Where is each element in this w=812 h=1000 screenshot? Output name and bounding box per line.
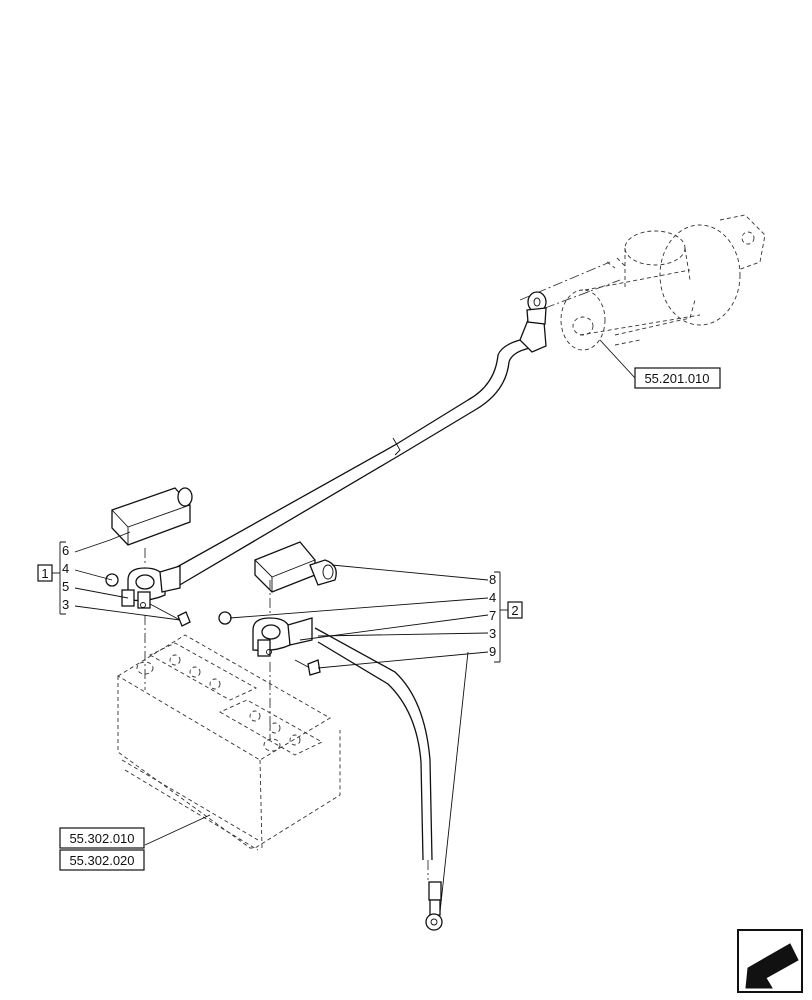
battery <box>117 634 341 851</box>
positive-terminal-clamp <box>105 487 193 690</box>
ref-starter-motor[interactable]: 55.201.010 <box>634 367 721 389</box>
callout-4: 4 <box>62 561 69 576</box>
ref-battery-a-label: 55.302.010 <box>69 831 134 846</box>
negative-terminal-clamp <box>218 541 443 931</box>
callout-6: 6 <box>62 543 69 558</box>
positive-cable <box>167 291 547 587</box>
group-1-label: 1 <box>41 566 48 581</box>
callout-5: 5 <box>62 579 69 594</box>
callout-4-right: 4 <box>489 590 496 605</box>
callout-group-1: 1 6 4 5 3 <box>37 541 69 615</box>
starter-motor <box>519 214 766 351</box>
ref-battery-b-label: 55.302.020 <box>69 853 134 868</box>
callout-7: 7 <box>489 608 496 623</box>
navigation-arrow-icon[interactable] <box>737 929 803 993</box>
callout-3: 3 <box>62 597 69 612</box>
ref-battery-b[interactable]: 55.302.020 <box>59 849 145 871</box>
callout-group-2: 2 8 4 7 3 9 <box>489 571 523 663</box>
callout-9: 9 <box>489 644 496 659</box>
group-2-label: 2 <box>511 603 518 618</box>
callout-3-right: 3 <box>489 626 496 641</box>
ref-battery-a[interactable]: 55.302.010 <box>59 827 145 849</box>
callout-8: 8 <box>489 572 496 587</box>
ref-starter-motor-label: 55.201.010 <box>644 371 709 386</box>
leader-lines <box>74 339 636 913</box>
